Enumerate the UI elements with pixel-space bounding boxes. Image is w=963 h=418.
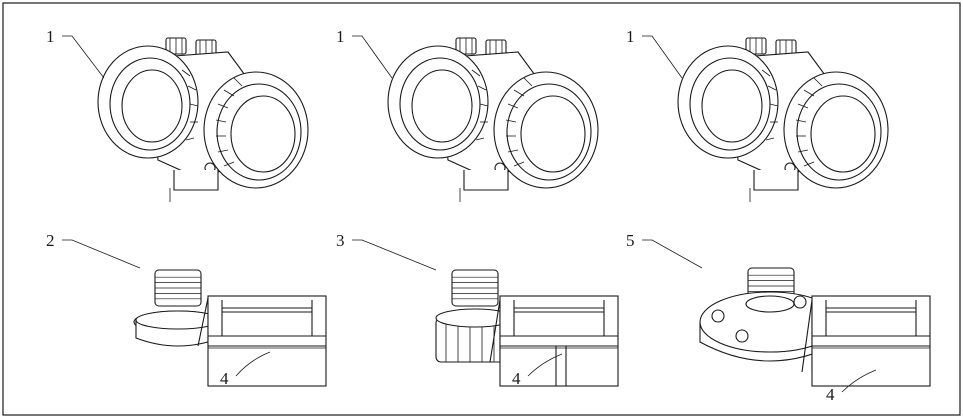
callout-c-1: 1 xyxy=(626,27,635,46)
callout-a-1: 1 xyxy=(46,27,55,46)
callout-c-5: 5 xyxy=(626,231,635,250)
callout-a-2: 2 xyxy=(46,231,55,250)
transmitter-variant-b xyxy=(387,37,619,387)
callout-b-1: 1 xyxy=(336,27,345,46)
callout-c-4: 4 xyxy=(826,385,835,404)
callout-a-4: 4 xyxy=(220,369,229,388)
callout-b-4: 4 xyxy=(512,369,521,388)
callout-leaders xyxy=(62,35,703,271)
transmitter-variant-a xyxy=(97,37,327,387)
transmitter-variant-c xyxy=(677,37,931,393)
callout-b-3: 3 xyxy=(336,231,345,250)
